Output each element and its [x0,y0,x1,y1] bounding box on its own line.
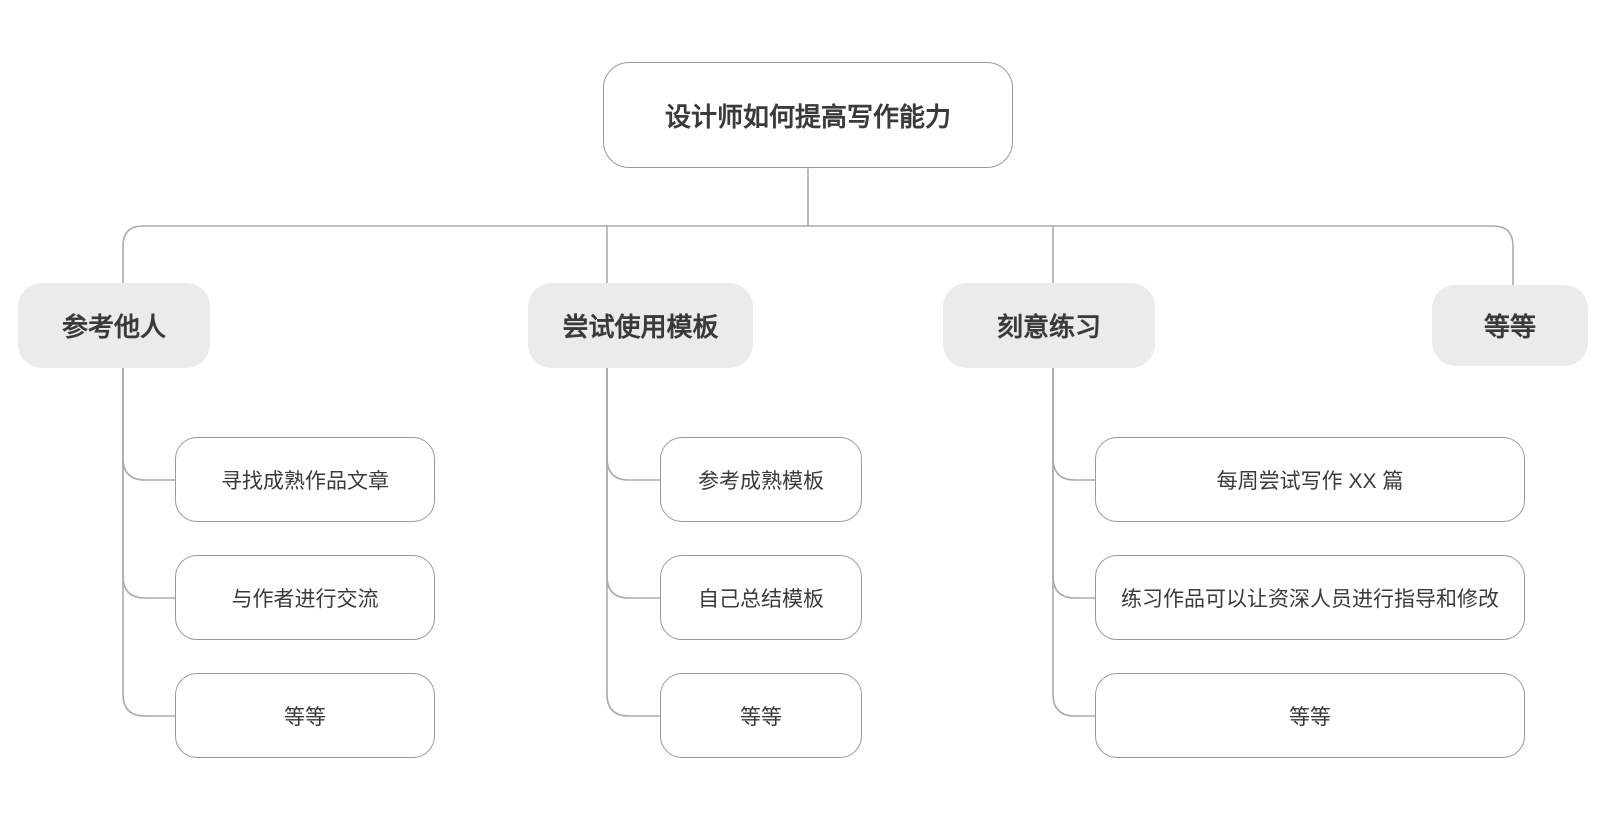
branch-node-try-templates[interactable]: 尝试使用模板 [528,283,753,368]
root-topic-node[interactable]: 设计师如何提高写作能力 [603,62,1013,168]
connector-branch1-child3 [122,367,176,717]
connector-branch3-child1 [1052,367,1096,481]
subtopic-node-1-1[interactable]: 寻找成熟作品文章 [175,437,435,522]
subtopic-node-3-3[interactable]: 等等 [1095,673,1525,758]
connector-branch3-child2 [1052,367,1096,599]
subtopic-node-2-1[interactable]: 参考成熟模板 [660,437,862,522]
subtopic-node-1-2[interactable]: 与作者进行交流 [175,555,435,640]
branch-node-etc[interactable]: 等等 [1432,285,1588,366]
branch-node-reference-others[interactable]: 参考他人 [18,283,210,368]
subtopic-node-3-2[interactable]: 练习作品可以让资深人员进行指导和修改 [1095,555,1525,640]
connector-bus [122,225,1514,287]
subtopic-node-1-3[interactable]: 等等 [175,673,435,758]
connector-branch3-child3 [1052,367,1096,717]
subtopic-node-2-2[interactable]: 自己总结模板 [660,555,862,640]
subtopic-node-2-3[interactable]: 等等 [660,673,862,758]
branch-node-deliberate-practice[interactable]: 刻意练习 [943,283,1155,368]
connector-branch2-child3 [606,367,661,717]
subtopic-node-3-1[interactable]: 每周尝试写作 XX 篇 [1095,437,1525,522]
connector-branch1-child2 [122,367,176,599]
connector-branch2-child2 [606,367,661,599]
connector-branch2-child1 [606,367,661,481]
connector-branch1-child1 [122,367,176,481]
